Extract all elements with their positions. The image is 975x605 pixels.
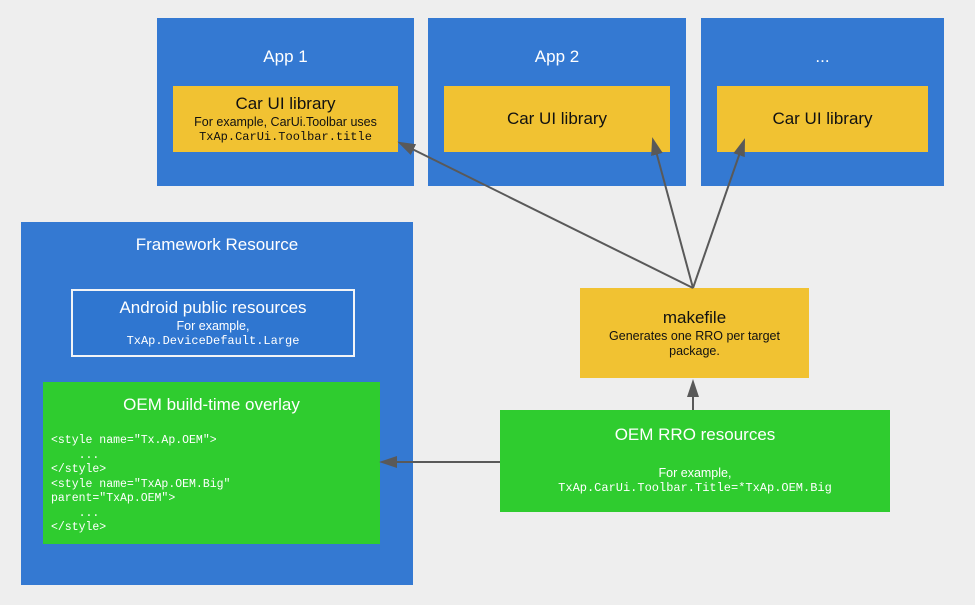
app-2-container: App 2 Car UI library (428, 18, 686, 186)
app-1-title: App 1 (263, 47, 308, 66)
oem-build-time-overlay: OEM build-time overlay <style name="Tx.A… (43, 382, 380, 544)
oem-rro-resources: OEM RRO resources For example, TxAp.CarU… (500, 410, 890, 512)
app-1-car-ui-library: Car UI library For example, CarUi.Toolba… (173, 86, 398, 152)
app-2-title: App 2 (534, 47, 580, 66)
app-3-car-ui-library: Car UI library (717, 86, 928, 152)
makefile-title: makefile (662, 308, 727, 327)
android-public-resources-code: TxAp.DeviceDefault.Large (126, 334, 300, 348)
app-2-library-title: Car UI library (506, 109, 608, 128)
makefile-box: makefile Generates one RRO per target pa… (580, 288, 809, 378)
oem-rro-resources-title: OEM RRO resources (614, 425, 776, 444)
app-2-car-ui-library: Car UI library (444, 86, 670, 152)
android-public-resources-title: Android public resources (119, 298, 307, 317)
framework-resource-container: Framework Resource Android public resour… (21, 222, 413, 585)
app-1-library-code: TxAp.CarUi.Toolbar.title (199, 130, 372, 144)
oem-build-time-overlay-title: OEM build-time overlay (123, 395, 300, 414)
app-1-library-title: Car UI library (235, 94, 336, 113)
app-3-container: ... Car UI library (701, 18, 944, 186)
android-public-resources-subtitle: For example, (176, 319, 250, 333)
oem-rro-resources-code: TxAp.CarUi.Toolbar.Title=*TxAp.OEM.Big (558, 481, 832, 495)
app-3-title: ... (815, 47, 830, 66)
makefile-subtitle: Generates one RRO per target package. (609, 329, 780, 358)
app-1-library-subtitle: For example, CarUi.Toolbar uses (194, 115, 377, 129)
app-1-container: App 1 Car UI library For example, CarUi.… (157, 18, 414, 186)
android-public-resources-box: Android public resources For example, Tx… (71, 289, 355, 357)
app-3-library-title: Car UI library (772, 109, 873, 128)
framework-resource-title: Framework Resource (135, 235, 299, 254)
oem-build-time-overlay-code: <style name="Tx.Ap.OEM"> ... </style> <s… (51, 434, 231, 534)
oem-rro-resources-subtitle: For example, (658, 466, 732, 480)
